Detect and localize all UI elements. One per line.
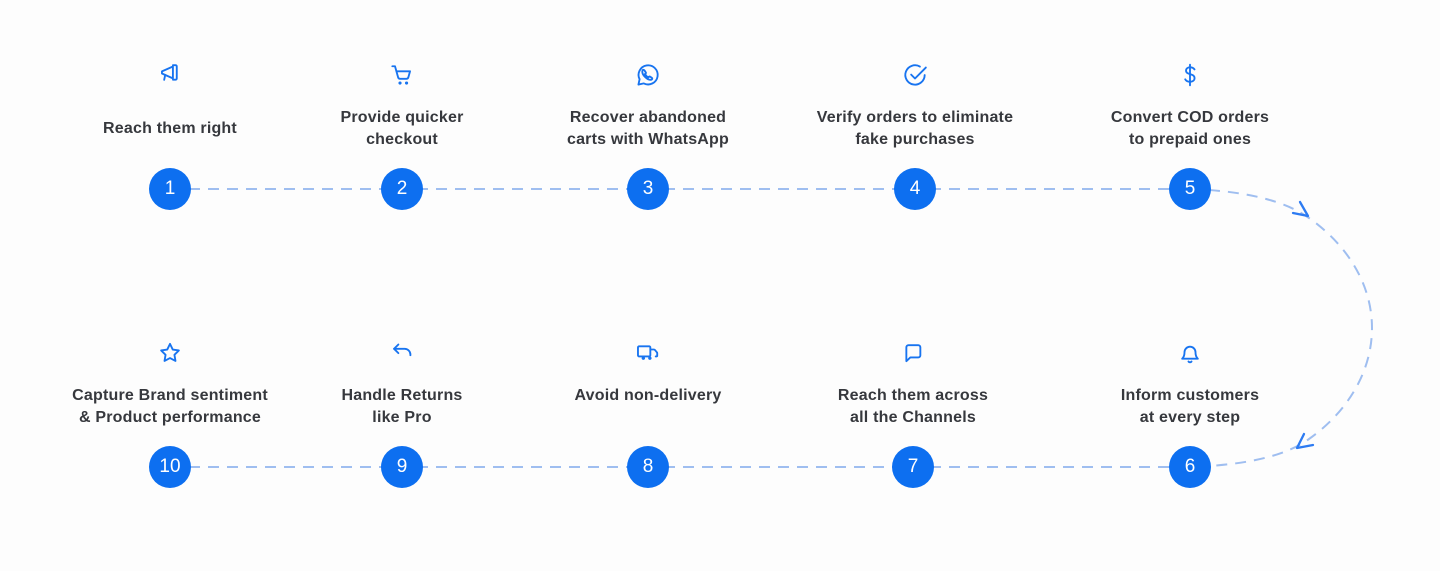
step-4-label: Verify orders to eliminate fake purchase…	[745, 107, 1085, 151]
step-1-label: Reach them right	[0, 107, 340, 151]
step-7-number-badge: 7	[892, 446, 934, 488]
step-label-line: Inform customers	[1120, 387, 1260, 404]
step-8: Avoid non-delivery 8	[478, 339, 818, 489]
bell-icon	[1176, 339, 1204, 367]
step-label-line: Provide quicker	[340, 109, 464, 126]
step-4-number-badge: 4	[894, 168, 936, 210]
step-label-line: Reach them right	[103, 120, 237, 137]
step-5: Convert COD orders to prepaid ones 5	[1020, 61, 1360, 211]
step-2-label: Provide quicker checkout	[232, 107, 572, 151]
megaphone-icon	[156, 61, 184, 89]
truck-icon	[634, 339, 662, 367]
whatsapp-icon	[634, 61, 662, 89]
arrowhead-icon	[1295, 432, 1315, 450]
step-label-line: fake purchases	[855, 131, 975, 148]
chat-bubble-icon	[899, 339, 927, 367]
step-5-label: Convert COD orders to prepaid ones	[1020, 107, 1360, 151]
step-1-number-badge: 1	[149, 168, 191, 210]
step-2: Provide quicker checkout 2	[232, 61, 572, 211]
step-label-line: Verify orders to eliminate	[816, 109, 1014, 126]
step-10-number-badge: 10	[149, 446, 191, 488]
step-label-line: Capture Brand sentiment	[72, 387, 268, 404]
step-label-line: Avoid non-delivery	[574, 387, 722, 404]
step-label-line: Handle Returns	[341, 387, 463, 404]
shopping-cart-icon	[388, 61, 416, 89]
step-10-label: Capture Brand sentiment & Product perfor…	[0, 385, 340, 429]
step-7-label: Reach them across all the Channels	[743, 385, 1083, 429]
step-3-label: Recover abandoned carts with WhatsApp	[478, 107, 818, 151]
step-6: Inform customers at every step 6	[1020, 339, 1360, 489]
step-label-line: at every step	[1139, 409, 1241, 426]
step-9: Handle Returns like Pro 9	[232, 339, 572, 489]
step-label-line: Recover abandoned	[569, 109, 727, 126]
step-1: Reach them right 1	[0, 61, 340, 211]
arrowhead-icon	[1291, 200, 1310, 218]
step-9-label: Handle Returns like Pro	[232, 385, 572, 429]
step-4: Verify orders to eliminate fake purchase…	[745, 61, 1085, 211]
step-8-number-badge: 8	[627, 446, 669, 488]
right-curve-dashed	[1189, 188, 1374, 468]
step-label-line: & Product performance	[78, 409, 261, 426]
step-6-label: Inform customers at every step	[1020, 385, 1360, 429]
step-label-line: like Pro	[372, 409, 432, 426]
step-3: Recover abandoned carts with WhatsApp 3	[478, 61, 818, 211]
return-arrow-icon	[388, 339, 416, 367]
dollar-icon	[1176, 61, 1204, 89]
step-label-line: checkout	[366, 131, 438, 148]
step-10: Capture Brand sentiment & Product perfor…	[0, 339, 340, 489]
step-7: Reach them across all the Channels 7	[743, 339, 1083, 489]
step-2-number-badge: 2	[381, 168, 423, 210]
step-6-number-badge: 6	[1169, 446, 1211, 488]
step-9-number-badge: 9	[381, 446, 423, 488]
step-8-label: Avoid non-delivery	[478, 385, 818, 429]
step-label-line: Reach them across	[837, 387, 989, 404]
star-icon	[156, 339, 184, 367]
step-label-line: carts with WhatsApp	[566, 131, 730, 148]
step-label-line: Convert COD orders	[1110, 109, 1270, 126]
step-5-number-badge: 5	[1169, 168, 1211, 210]
step-3-number-badge: 3	[627, 168, 669, 210]
check-circle-icon	[901, 61, 929, 89]
step-label-line: to prepaid ones	[1128, 131, 1252, 148]
step-label-line: all the Channels	[850, 409, 976, 426]
